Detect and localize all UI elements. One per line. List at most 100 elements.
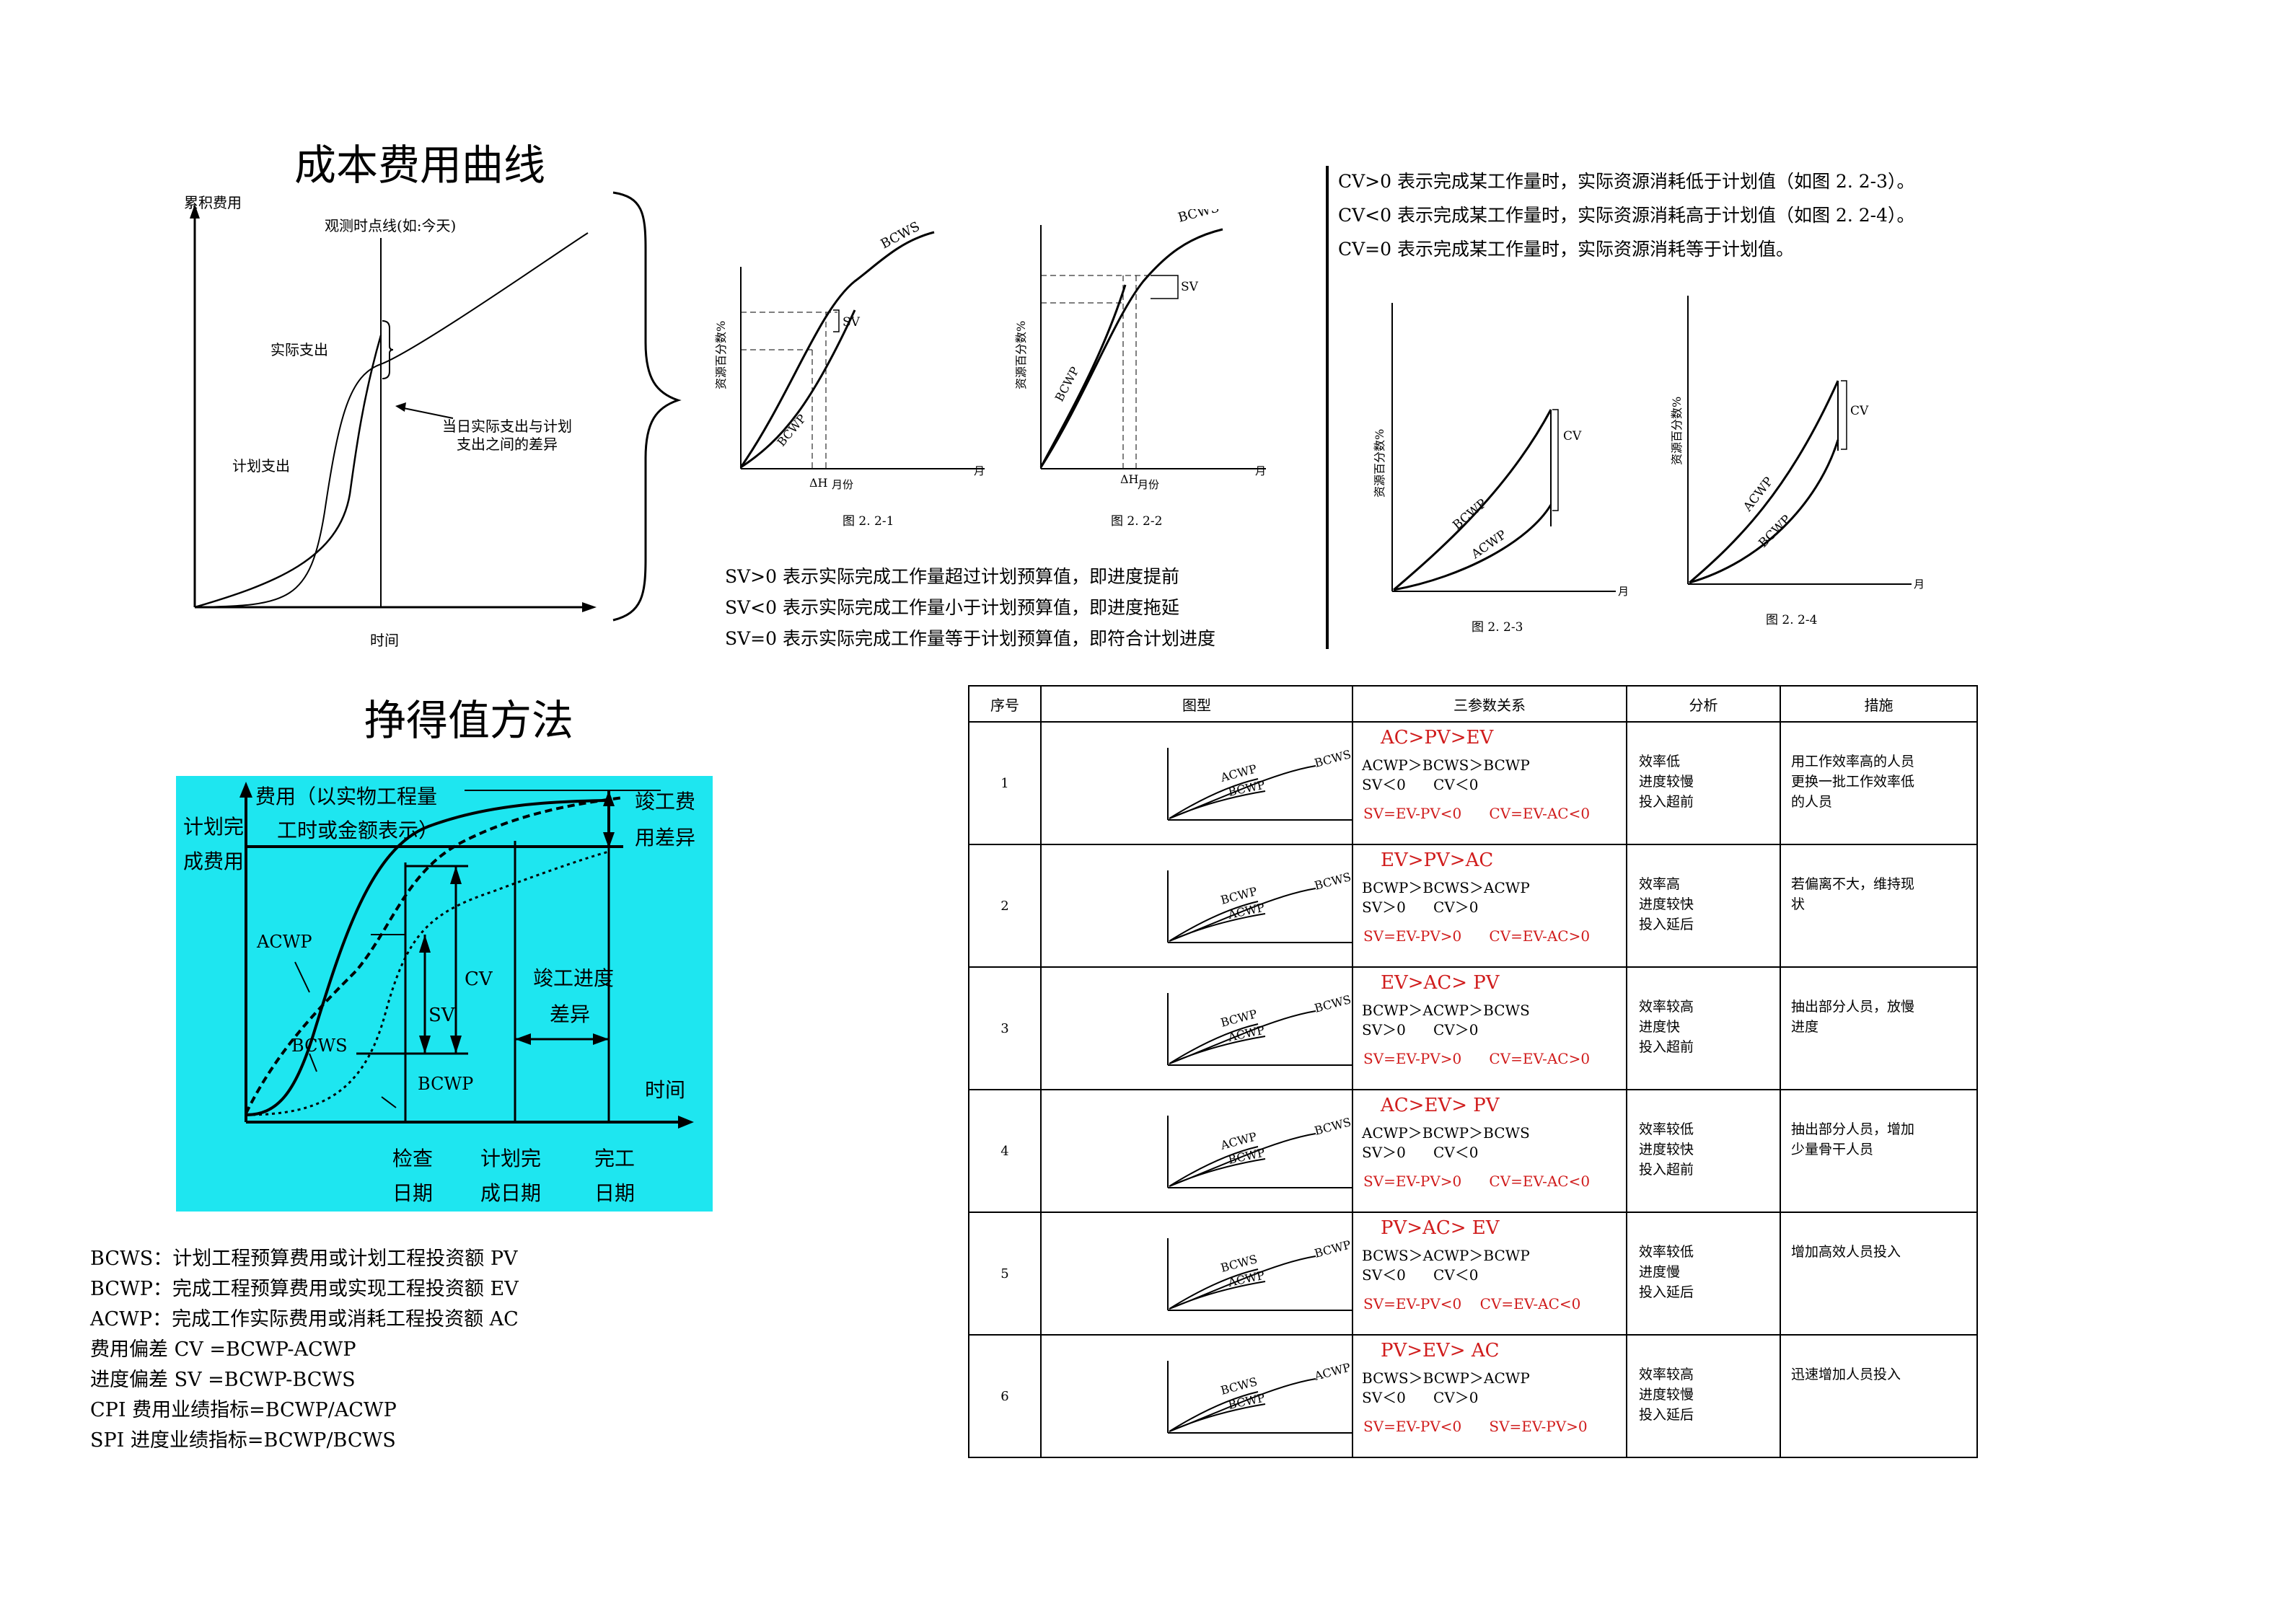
relation-head: EV>PV>AC [1381,849,1494,871]
done-label-line1: 完工 [594,1147,635,1170]
cv-right-lower-curve [1689,439,1839,584]
analysis-line: 效率高 [1639,876,1681,892]
header-analysis: 分析 [1626,685,1781,723]
left-y-label: 资源百分数% [714,321,728,389]
measure-line: 用工作效率高的人员 [1791,754,1915,769]
observation-line-label: 观测时点线(如:今天) [325,217,456,234]
definitions-list: BCWS：计划工程预算费用或计划工程投资额 PV BCWP：完成工程预算费用或实… [90,1244,519,1456]
left-caption: 图 2. 2-1 [843,514,894,529]
final-sched-diff-line1: 竣工进度 [533,966,614,990]
row-analysis: 效率较高进度较慢投入延后 [1626,1334,1781,1458]
right-caption: 图 2. 2-2 [1111,514,1162,529]
difference-brace [382,320,394,379]
row-analysis: 效率较低进度慢投入延后 [1626,1212,1781,1336]
shape-mid-curve [1169,1403,1266,1432]
header-no: 序号 [968,685,1042,723]
cv-right-upper-label: ACWP [1741,475,1777,515]
shape-top-curve [1169,1146,1259,1187]
shape-top-curve [1169,778,1259,819]
plan-done-label-line1: 计划完 [480,1147,541,1170]
row-measure: 迅速增加人员投入 [1780,1334,1978,1458]
row-measure: 抽出部分人员，放慢进度 [1780,966,1978,1090]
bcwp-pointer [381,1096,397,1108]
left-axis-end-label: 月 [974,464,985,477]
shape-top-curve [1169,901,1259,942]
relation-signs: SV＞0 CV＞0 [1362,1021,1479,1038]
left-dh-label: ΔH [809,476,828,490]
cv-arrow-down [450,1036,462,1054]
cv-left-upper-label: BCWP [1450,496,1490,533]
relation-head: EV>AC> PV [1381,972,1500,994]
analysis-line: 投入超前 [1639,1039,1694,1055]
analysis-line: 效率较低 [1639,1244,1694,1260]
row-analysis: 效率低进度较慢投入超前 [1626,721,1781,845]
actual-curve [194,335,382,609]
summary-header-row: 序号 图型 三参数关系 分析 措施 [968,685,1978,723]
ev-cv-label: CV [465,968,493,990]
sv-arrow-down [419,1036,431,1054]
shape-end-curve [1169,1255,1316,1310]
measure-line: 状 [1791,896,1805,912]
check-date-label-line1: 检查 [392,1147,433,1170]
left-bcws-curve [739,231,935,468]
cv-left-cv-label: CV [1563,429,1582,443]
row-number-text: 3 [1000,1020,1009,1036]
left-sv-label: SV [843,315,861,330]
sv-charts: BCWS BCWP SV 资源百分数% ΔH 月份 月 图 2. 2-1 BCW… [714,209,1266,529]
final-cost-arrow-down [603,832,615,848]
ev-sv-label: SV [428,1005,456,1026]
difference-pointer [400,407,454,419]
right-sv-bracket [1151,275,1179,299]
row-number: 5 [968,1212,1042,1336]
def-cv: 费用偏差 CV =BCWP-ACWP [90,1338,356,1361]
right-dh-label: ΔH [1120,472,1139,486]
sv-note-zero: SV=0 表示实际完成工作量等于计划预算值，即符合计划进度 [725,628,1215,649]
header-relation: 三参数关系 [1352,685,1627,723]
final-sched-arrow-left [515,1033,531,1045]
cv-right-cv-label: CV [1850,404,1869,418]
relation-order: BCWP＞BCWS＞ACWP [1362,879,1530,896]
row-measure: 增加高效人员投入 [1780,1212,1978,1336]
right-bcwp-curve [1039,284,1127,468]
left-bcwp-label: BCWP [775,412,809,449]
earned-value-panel: 费用（以实物工程量 工时或金额表示） 计划完 成费用 ACWP BCWS BCW… [176,776,713,1212]
cv-left-caption: 图 2. 2-3 [1472,620,1523,635]
row-number: 4 [968,1089,1042,1213]
sv-chart-left: BCWS BCWP SV 资源百分数% ΔH 月份 月 图 2. 2-1 [714,219,985,529]
shape-end-curve [1169,1378,1316,1432]
measure-line: 更换一批工作效率低 [1791,774,1915,790]
earned-value-chart: 费用（以实物工程量 工时或金额表示） 计划完 成费用 ACWP BCWS BCW… [183,782,695,1205]
relation-formula: SV=EV-PV>0 CV=EV-AC>0 [1363,927,1591,945]
def-cpi: CPI 费用业绩指标=BCWP/ACWP [90,1399,397,1421]
plan-done-label-line2: 成日期 [480,1181,541,1205]
sv-chart-right: BCWS BCWP SV 资源百分数% ΔH 月份 月 图 2. 2-2 [1014,209,1266,529]
shape-mid-curve [1169,1158,1266,1187]
shape-end-label: BCWS [1313,870,1352,893]
done-label-line2: 日期 [594,1181,635,1205]
cv-left-axis-end: 月 [1618,585,1629,598]
right-axis-end-label: 月 [1255,464,1266,477]
analysis-line: 进度较快 [1639,896,1694,912]
right-sv-label: SV [1181,280,1199,294]
ev-bcwp-label: BCWP [418,1074,473,1094]
cv-left-lower-curve [1393,504,1552,591]
def-bcwp: BCWP：完成工程预算费用或实现工程投资额 EV [90,1278,519,1300]
relation-formula: SV=EV-PV<0 SV=EV-PV>0 [1363,1418,1588,1435]
measure-line: 的人员 [1791,794,1833,810]
row-number-text: 5 [1000,1266,1009,1281]
big-curly-brace [612,191,682,622]
analysis-line: 进度较慢 [1639,774,1694,790]
earned-value-title: 挣得值方法 [364,696,574,745]
plan-cost-label-line2: 成费用 [183,849,244,873]
